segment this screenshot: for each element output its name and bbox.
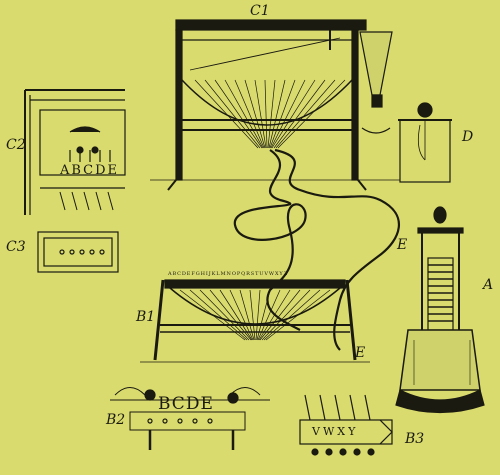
label-b2: B2 bbox=[106, 412, 126, 428]
b3-letters: VWXY bbox=[312, 425, 359, 438]
label-c3: C3 bbox=[6, 239, 26, 255]
label-a: A bbox=[483, 277, 494, 293]
b2-detail bbox=[110, 387, 270, 450]
label-c1: C1 bbox=[250, 3, 270, 19]
b1-alphabet: ABCDEFGHIJKLMNOPQRSTUVWXYZ bbox=[168, 271, 289, 277]
b2-letters: BCDE bbox=[158, 394, 214, 414]
c2-letters: ABCDE bbox=[60, 163, 120, 178]
b1-apparatus bbox=[140, 279, 370, 363]
b3-detail bbox=[299, 394, 393, 456]
c3-strip bbox=[37, 231, 119, 273]
label-e-lower: E bbox=[355, 345, 366, 361]
label-b3: B3 bbox=[405, 431, 425, 447]
label-c2: C2 bbox=[6, 137, 26, 153]
label-b1: B1 bbox=[136, 309, 156, 325]
funnel bbox=[359, 31, 393, 134]
label-d: D bbox=[462, 129, 474, 145]
d-jar bbox=[398, 102, 452, 183]
a-battery bbox=[395, 206, 485, 414]
c2-detail bbox=[24, 89, 126, 215]
c1-apparatus bbox=[150, 19, 400, 191]
label-e-upper: E bbox=[397, 237, 408, 253]
